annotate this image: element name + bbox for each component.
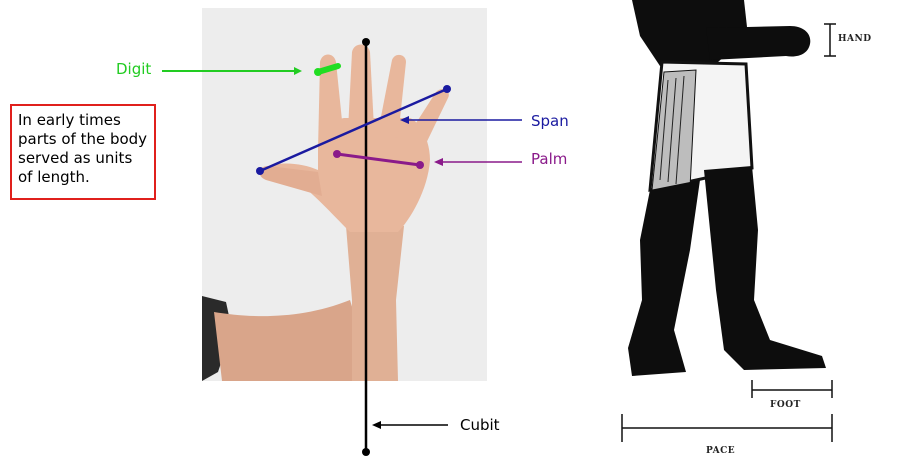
hand-ruler-label: HAND: [838, 34, 872, 44]
cubit-label: Cubit: [460, 416, 500, 434]
pace-ruler: [622, 414, 832, 442]
span-label: Span: [531, 112, 569, 130]
digit-label: Digit: [116, 60, 151, 78]
pace-ruler-label: PACE: [706, 446, 735, 456]
figure-back-leg: [628, 180, 700, 376]
hand-ruler: [824, 24, 836, 56]
foot-ruler-label: FOOT: [770, 400, 801, 410]
foot-ruler: [752, 380, 832, 398]
figure-arm: [706, 26, 810, 60]
note-box: In early times parts of the body served …: [10, 104, 156, 200]
palm-label: Palm: [531, 150, 567, 168]
note-text: In early times parts of the body served …: [18, 111, 147, 186]
figure-front-leg: [704, 166, 826, 370]
